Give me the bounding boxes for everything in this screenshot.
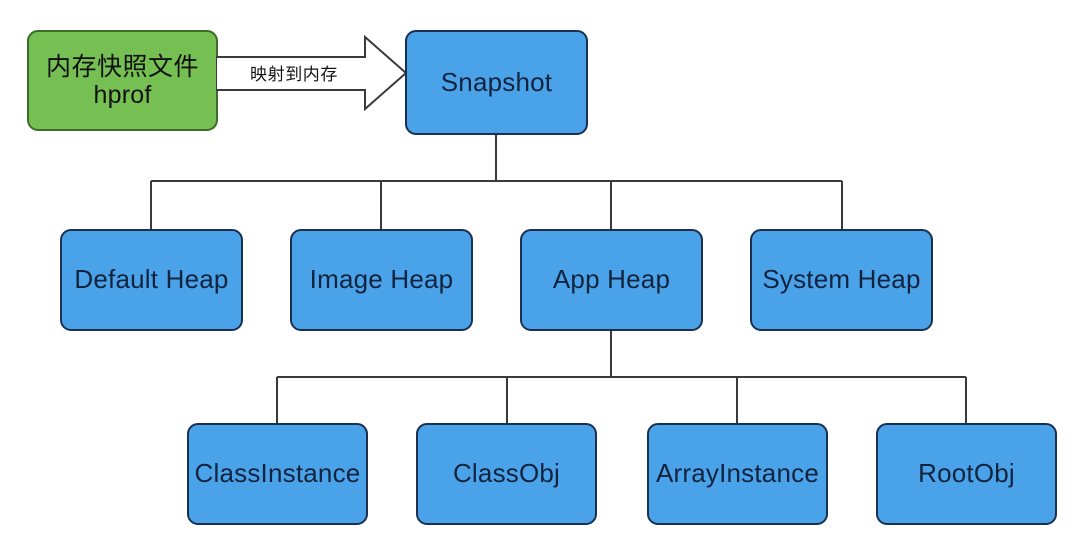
node-label: Image Heap [309,264,454,295]
mapping-arrow-label: 映射到内存 [250,65,338,84]
node-snapshot[interactable]: Snapshot [405,30,588,135]
node-label: App Heap [552,264,671,295]
node-app-heap[interactable]: App Heap [520,229,703,331]
node-class-obj[interactable]: ClassObj [416,423,597,525]
node-memory-snapshot-file[interactable]: 内存快照文件 hprof [27,30,218,131]
node-array-instance[interactable]: ArrayInstance [647,423,828,525]
node-label: ClassObj [452,458,561,489]
node-label: Default Heap [74,264,229,295]
mapping-arrow [216,34,408,112]
node-label-line-1: 内存快照文件 [45,52,199,81]
node-class-instance[interactable]: ClassInstance [187,423,368,525]
node-label-line-2: hprof [93,80,152,109]
node-default-heap[interactable]: Default Heap [60,229,243,331]
node-label: ClassInstance [194,458,361,489]
node-label: Snapshot [440,66,553,97]
node-image-heap[interactable]: Image Heap [290,229,473,331]
node-label: System Heap [762,264,921,295]
node-label: RootObj [918,458,1015,489]
node-root-obj[interactable]: RootObj [876,423,1057,525]
node-label: ArrayInstance [655,458,819,489]
node-system-heap[interactable]: System Heap [750,229,933,331]
